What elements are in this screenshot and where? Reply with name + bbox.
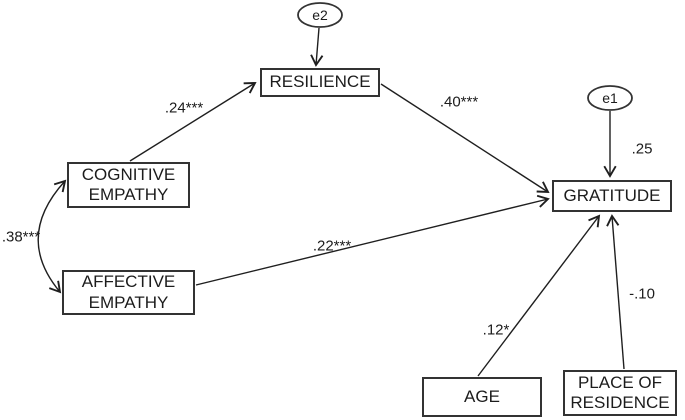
covariance-curve-cognitive-affective xyxy=(37,179,67,294)
node-age-label: AGE xyxy=(464,386,500,406)
node-place-of-residence-label: PLACE OF RESIDENCE xyxy=(570,372,670,412)
node-age: AGE xyxy=(422,377,542,417)
node-resilience-label: RESILIENCE xyxy=(269,72,371,92)
arrow-residence-to-gratitude xyxy=(606,214,625,370)
node-cognitive-empathy: COGNITIVE EMPATHY xyxy=(67,162,190,208)
node-resilience: RESILIENCE xyxy=(260,68,380,97)
node-affective-empathy: AFFECTIVE EMPATHY xyxy=(62,270,195,315)
error-term-e1-ellipse xyxy=(587,85,633,111)
arrow-resilience-to-gratitude xyxy=(380,83,550,194)
node-affective-empathy-label: AFFECTIVE EMPATHY xyxy=(81,272,176,312)
node-place-of-residence: PLACE OF RESIDENCE xyxy=(563,370,677,416)
coefficient-cognitive-to-resilience: .24*** xyxy=(164,99,204,117)
node-gratitude: GRATITUDE xyxy=(552,180,672,212)
node-gratitude-label: GRATITUDE xyxy=(563,185,661,205)
coefficient-age-to-gratitude: .12* xyxy=(482,321,510,339)
error-term-e2-label: e2 xyxy=(312,7,328,23)
coefficient-cognitive-affective-covariance: .38*** xyxy=(1,228,41,246)
arrow-affective-to-gratitude xyxy=(195,194,550,286)
arrow-e2-to-resilience xyxy=(310,27,324,67)
arrow-cognitive-to-resilience xyxy=(129,82,257,162)
error-term-e1-label: e1 xyxy=(602,90,618,106)
error-term-e2-ellipse xyxy=(297,2,343,28)
coefficient-affective-to-gratitude: .22*** xyxy=(312,237,352,255)
coefficient-residence-to-gratitude: -.10 xyxy=(629,285,655,303)
node-cognitive-empathy-label: COGNITIVE EMPATHY xyxy=(81,164,176,204)
coefficient-resilience-to-gratitude: .40*** xyxy=(439,93,479,111)
coefficient-e1-to-gratitude: .25 xyxy=(631,140,653,158)
arrow-age-to-gratitude xyxy=(477,214,601,377)
